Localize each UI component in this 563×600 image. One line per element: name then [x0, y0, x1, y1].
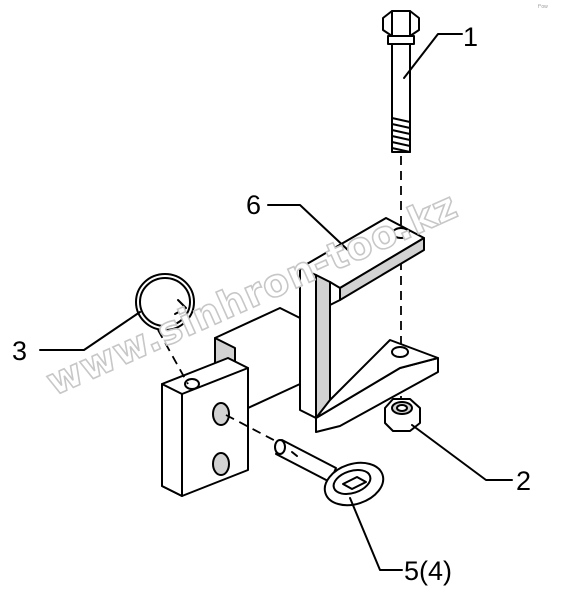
part-6-bracket: [299, 217, 439, 433]
callout-label-2: 2: [516, 466, 531, 496]
leader-line-1: [403, 33, 463, 79]
part-3-spring-ring: [135, 273, 195, 331]
callout-label-3: 3: [12, 336, 27, 366]
callout-label-1: 1: [463, 22, 478, 52]
leader-line-6: [267, 204, 351, 253]
corner-mark: f°ow: [538, 4, 548, 10]
callout-label-5-4: 5(4): [404, 556, 452, 586]
part-2-nut: [384, 398, 421, 432]
callout-label-6: 6: [246, 190, 261, 220]
part-1-bolt: [382, 10, 420, 153]
leader-line-3: [39, 311, 141, 351]
ring-axis-line: [157, 329, 189, 385]
leader-line-2: [411, 424, 513, 481]
part-5-pin: [274, 439, 385, 507]
leader-line-5: [349, 497, 403, 571]
clevis-block: [161, 307, 301, 497]
